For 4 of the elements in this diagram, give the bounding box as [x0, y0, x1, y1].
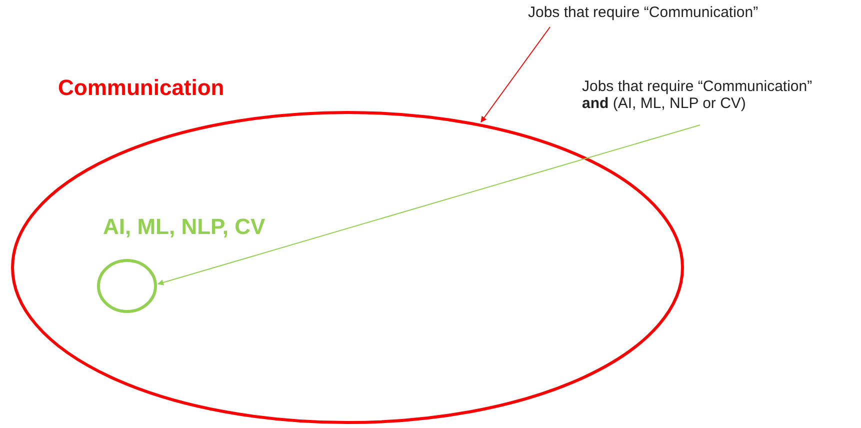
- set-label: Communication: [58, 75, 224, 101]
- leader-line: [480, 26, 550, 122]
- leader-line: [157, 124, 700, 286]
- set-label: AI, ML, NLP, CV: [103, 214, 266, 240]
